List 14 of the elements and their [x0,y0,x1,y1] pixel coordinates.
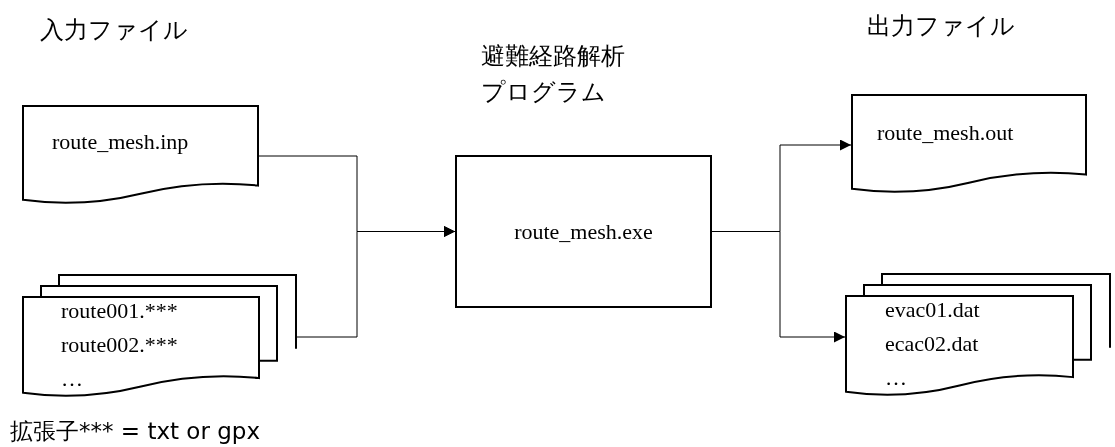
file-name: route002.*** [61,332,178,358]
file-name: evac01.dat [885,297,980,323]
heading: 出力ファイル [867,11,1015,42]
file-name: route001.*** [61,298,178,324]
file-name: ecac02.dat [885,331,979,357]
connector-arrow [296,226,456,338]
file-name: route_mesh.out [877,120,1014,146]
heading: 入力ファイル [40,15,188,46]
note: 拡張子*** = txt or gpx [10,417,260,446]
file-name: route_mesh.exe [513,219,654,245]
file-name: route_mesh.inp [52,129,189,155]
file-name: … [61,366,83,392]
heading: 避難経路解析プログラム [481,41,626,108]
file-name: … [885,365,907,391]
